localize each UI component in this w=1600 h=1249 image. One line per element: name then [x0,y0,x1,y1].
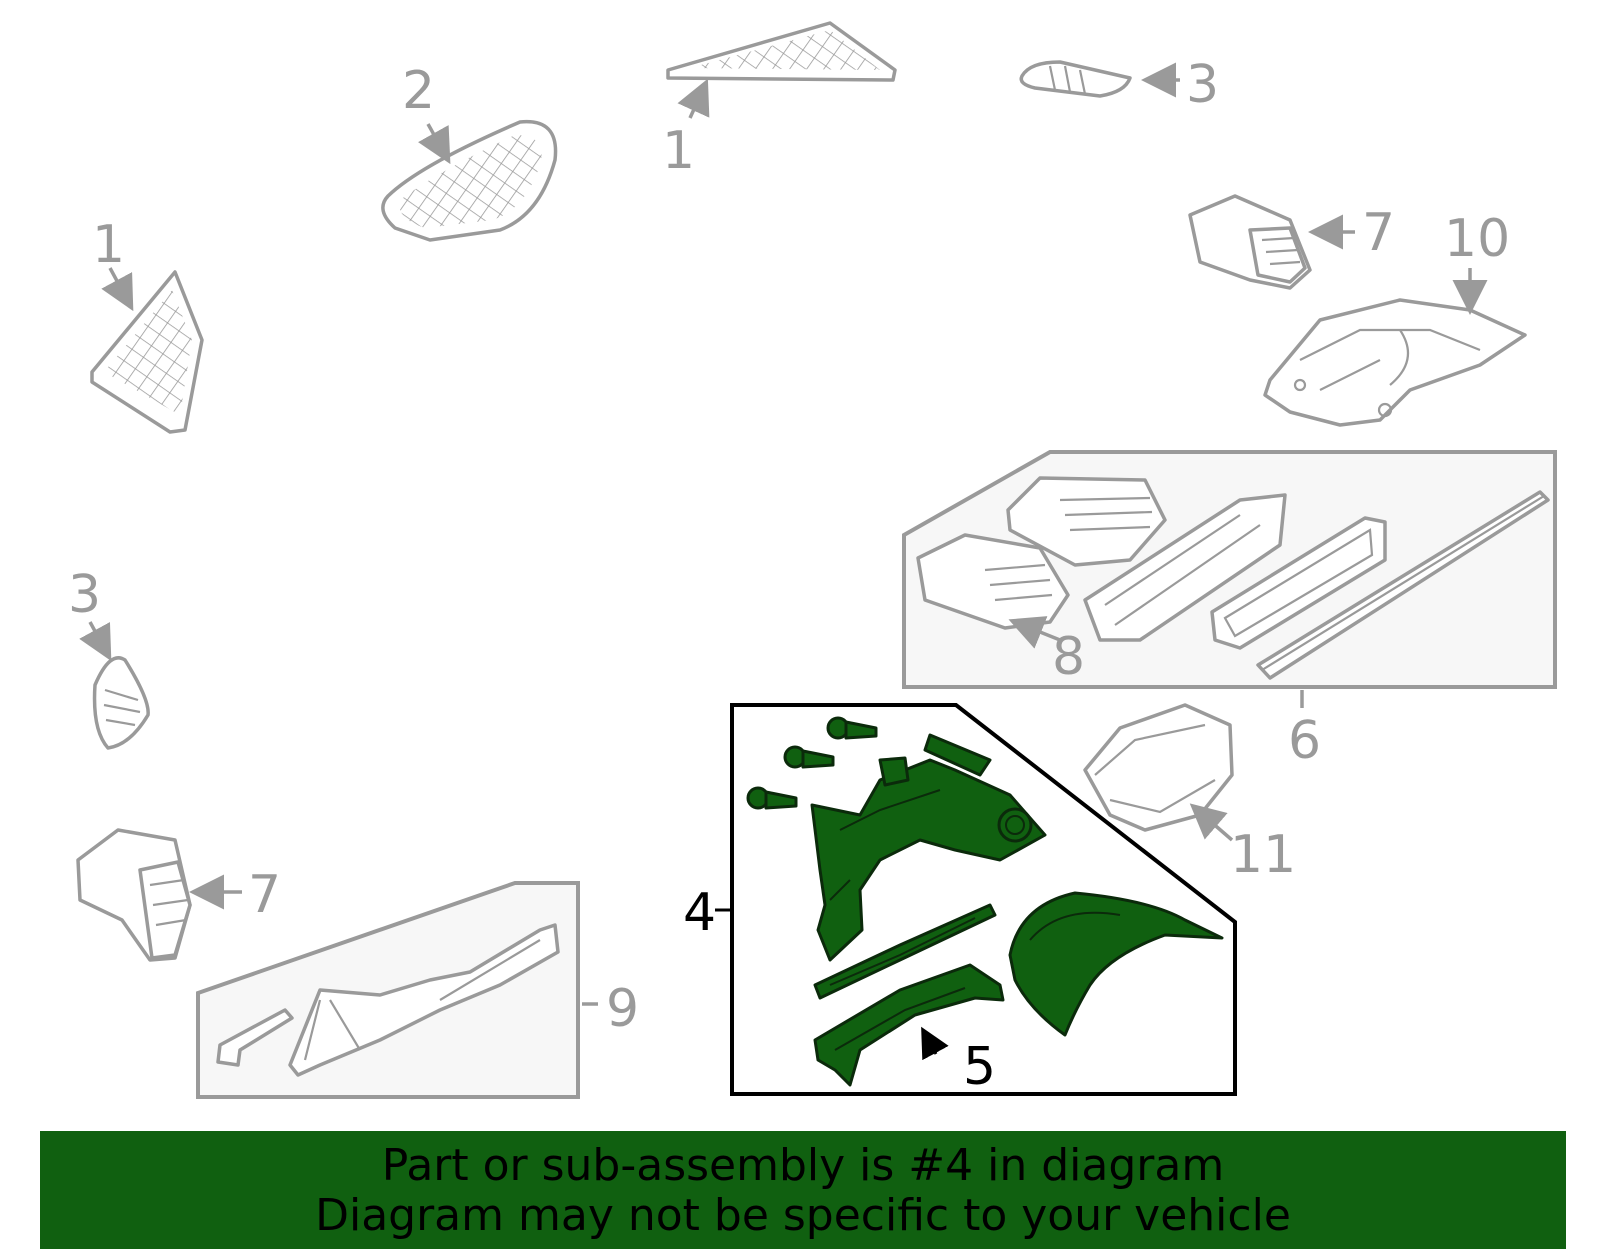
grille-top-part-1: 1 [662,21,897,181]
callout-5: 5 [963,1037,996,1097]
screw-3 [746,786,798,810]
callout-11: 11 [1230,825,1296,885]
side-vent-part-3-left: 3 [68,565,150,750]
vent-assembly-box-6: 8 6 [902,450,1557,771]
screw-1 [826,716,878,740]
cover-panel [1008,891,1224,1037]
grille-left-part-1: 1 [90,215,204,434]
lower-trim-part-5 [813,963,1005,1087]
small-vent-part-3-top: 3 [1019,55,1219,115]
main-panel-part-4 [810,733,1047,962]
airbag-module-part-11: 11 [1083,703,1296,885]
bracket-part-10: 10 [1263,209,1527,427]
trim-strip [813,903,997,1000]
speaker-grille-part-2: 2 [381,61,558,242]
vent-part-7-left: 7 [76,828,281,962]
callout-3-top: 3 [1186,55,1219,115]
vent-part-7-top: 7 [1188,194,1395,290]
banner-line-1: Part or sub-assembly is #4 in diagram [381,1140,1225,1191]
instrument-panel-box-4: 5 4 [683,703,1237,1097]
info-banner: Part or sub-assembly is #4 in diagram Di… [40,1131,1566,1249]
callout-9: 9 [606,979,639,1039]
callout-1-left: 1 [92,215,125,275]
callout-3-left: 3 [68,565,101,625]
glove-box-assembly-box-9: 9 [196,881,639,1099]
banner-line-2: Diagram may not be specific to your vehi… [315,1190,1291,1241]
callout-7-top: 7 [1362,203,1395,263]
callout-7-left: 7 [248,865,281,925]
callout-1-top: 1 [662,121,695,181]
screw-2 [783,745,835,769]
callout-4: 4 [683,883,716,943]
callout-10: 10 [1444,209,1510,269]
callout-8: 8 [1052,627,1085,687]
callout-6: 6 [1288,711,1321,771]
callout-2: 2 [402,61,435,121]
